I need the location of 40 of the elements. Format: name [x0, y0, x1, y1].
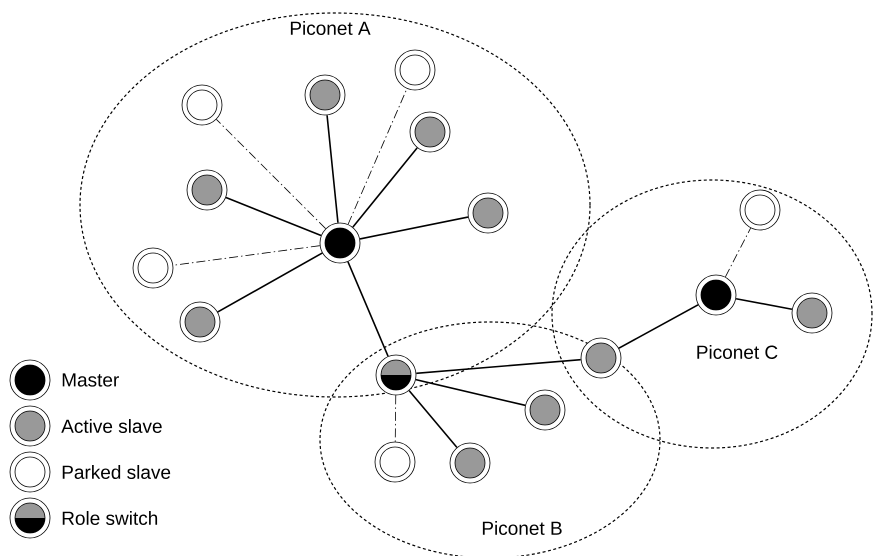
link-line	[326, 115, 339, 223]
master-circle	[696, 274, 736, 316]
piconet-label: Piconet A	[288, 20, 372, 36]
active-slave-circle	[304, 74, 346, 116]
parked-slave-circle	[394, 50, 436, 90]
parked-link	[724, 228, 752, 278]
legend-label: Role switch	[62, 511, 158, 525]
link-line	[360, 216, 468, 240]
active-slave-circle	[410, 112, 450, 152]
link-line	[226, 196, 322, 236]
link-line	[416, 358, 581, 374]
link-line	[347, 261, 389, 357]
parked-slave-circle	[182, 84, 222, 126]
legend-label: Parked slave	[62, 465, 170, 479]
active-slave-circle	[468, 192, 508, 234]
piconet-label: Piconet C	[694, 344, 780, 360]
parked-slave-circle	[740, 190, 780, 230]
active-slave-circle	[524, 390, 566, 430]
parked-slave-circle	[374, 442, 416, 482]
piconet-label: Piconet B	[480, 520, 564, 536]
link-line	[618, 304, 698, 349]
active-slave-circle	[792, 292, 832, 334]
parked-link	[216, 119, 326, 229]
role-switch-circle	[376, 354, 416, 396]
link-line	[217, 252, 323, 313]
link-line	[352, 147, 418, 228]
parked-link	[394, 395, 396, 442]
master-circle	[320, 222, 360, 264]
legend-label: Active slave	[61, 419, 162, 433]
link-line	[416, 378, 526, 406]
link-line	[408, 390, 458, 448]
parked-link	[348, 88, 408, 225]
parked-link	[172, 245, 320, 266]
legend-label: Master	[62, 373, 119, 387]
active-slave-circle	[580, 338, 622, 378]
parked-slave-circle	[132, 248, 174, 288]
active-slave-circle	[450, 442, 490, 484]
active-slave-circle	[186, 170, 228, 210]
link-line	[736, 298, 792, 310]
active-slave-circle	[180, 302, 220, 342]
